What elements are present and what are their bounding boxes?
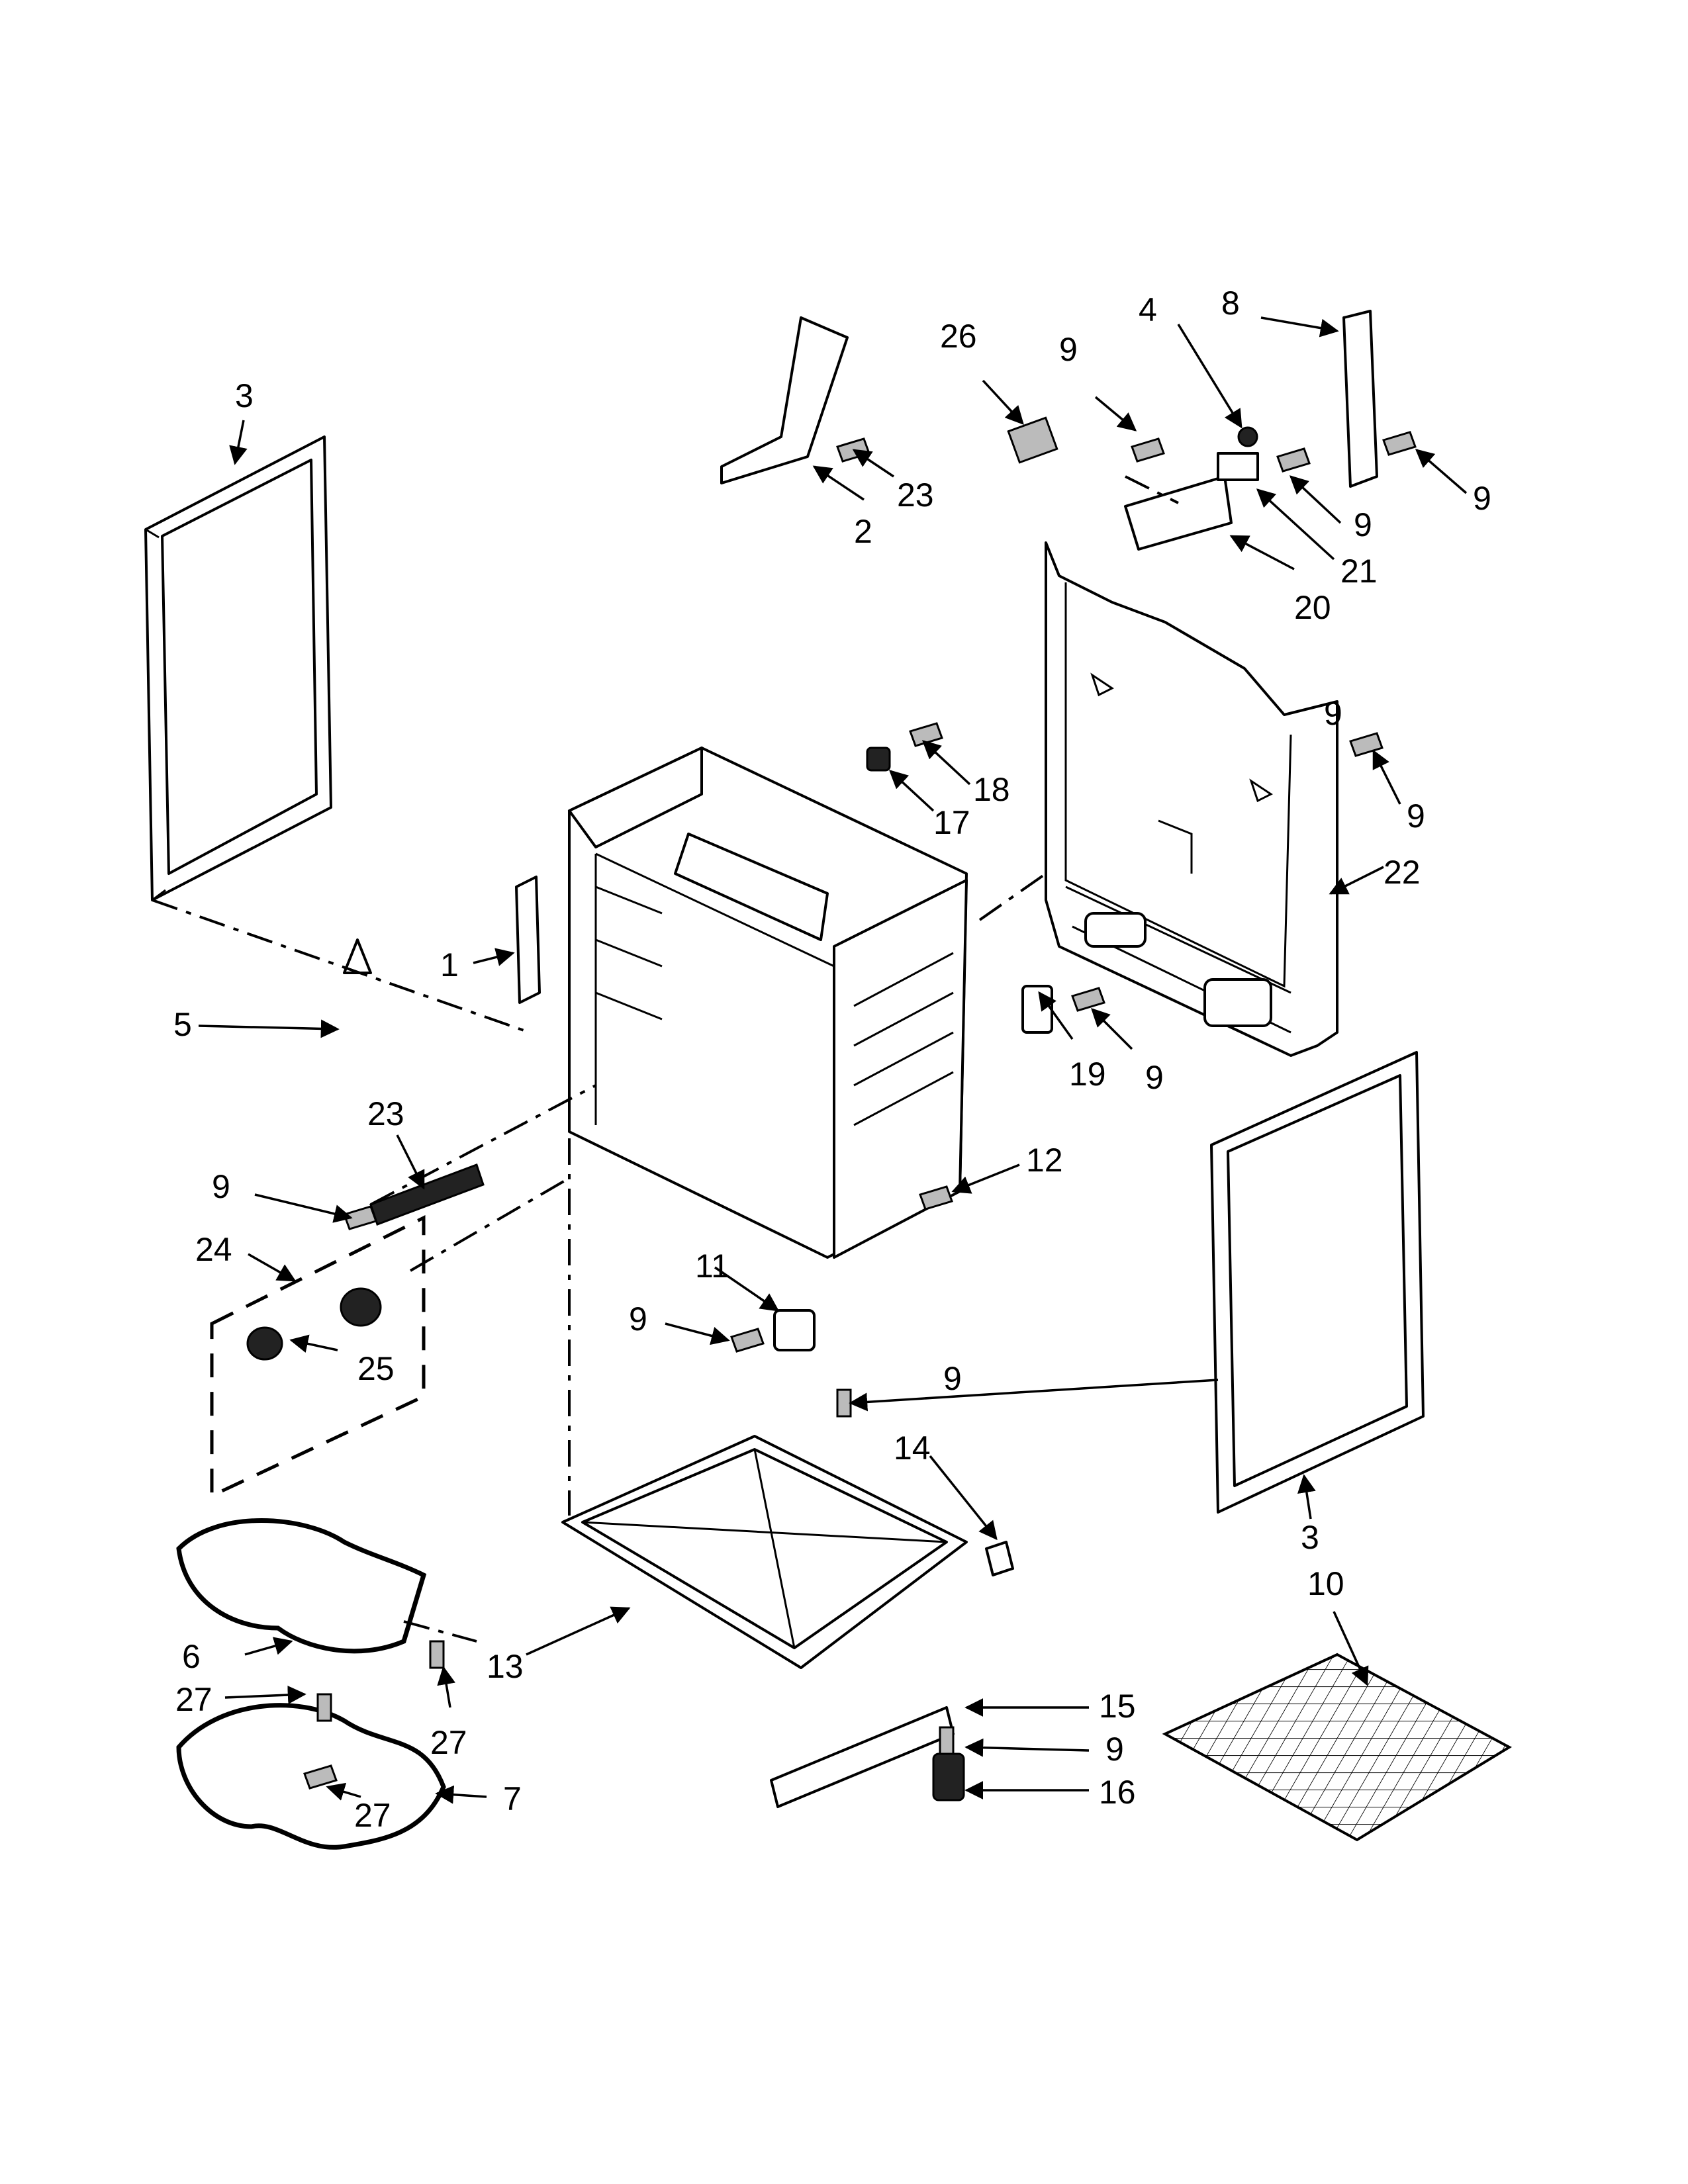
oven-rack xyxy=(1162,1653,1513,1842)
callout-3-left: 3 xyxy=(235,377,254,414)
callout-7: 7 xyxy=(503,1780,522,1817)
side-panel-left xyxy=(144,435,332,901)
callout-26: 26 xyxy=(940,318,977,355)
callout-10: 10 xyxy=(1307,1565,1344,1602)
callout-9-i: 9 xyxy=(1105,1731,1124,1768)
callout-27-c: 27 xyxy=(354,1797,391,1834)
broil-pan xyxy=(561,1435,968,1669)
callout-27-a: 27 xyxy=(175,1681,212,1718)
callout-9-f: 9 xyxy=(212,1168,230,1205)
callout-9-g: 9 xyxy=(629,1300,647,1338)
callout-11: 11 xyxy=(695,1248,729,1285)
callout-9-c: 9 xyxy=(1354,506,1372,543)
callout-9-b: 9 xyxy=(1473,480,1491,517)
callout-9-h: 9 xyxy=(943,1360,962,1397)
small-parts xyxy=(246,310,1378,1808)
callout-9-d: 9 xyxy=(1407,797,1425,835)
back-panel xyxy=(1045,541,1338,1057)
alignment-lines xyxy=(152,475,1179,1643)
callout-24: 24 xyxy=(195,1231,232,1268)
callout-6: 6 xyxy=(182,1638,201,1675)
callout-19: 19 xyxy=(1069,1056,1106,1093)
callout-13: 13 xyxy=(487,1648,524,1685)
callout-9-e: 9 xyxy=(1145,1059,1164,1096)
bake-elements xyxy=(176,1518,446,1850)
callout-9-a: 9 xyxy=(1059,331,1078,368)
callout-25: 25 xyxy=(357,1350,395,1387)
callout-17: 17 xyxy=(933,804,970,841)
callout-8: 8 xyxy=(1221,285,1240,322)
screws xyxy=(303,431,1417,1790)
callout-5: 5 xyxy=(173,1006,192,1043)
callout-4: 4 xyxy=(1139,291,1157,328)
callout-18: 18 xyxy=(973,771,1010,808)
callout-14: 14 xyxy=(894,1430,931,1467)
callout-21: 21 xyxy=(1340,553,1378,590)
callout-3-right: 3 xyxy=(1301,1519,1319,1556)
callout-23-top: 23 xyxy=(897,477,934,514)
callout-16: 16 xyxy=(1099,1774,1136,1811)
callout-labels: 3 2 23 26 9 4 8 9 9 21 20 18 17 9 22 1 5… xyxy=(173,285,1491,1834)
side-panel-right xyxy=(1210,1051,1425,1514)
callout-1: 1 xyxy=(440,946,459,983)
callout-20: 20 xyxy=(1294,589,1331,626)
callout-2: 2 xyxy=(854,513,872,550)
callout-22: 22 xyxy=(1383,854,1421,891)
callout-9-j: 9 xyxy=(1324,695,1342,732)
leader-arrows xyxy=(198,316,1468,1804)
callout-15: 15 xyxy=(1099,1688,1136,1725)
callout-12: 12 xyxy=(1026,1142,1063,1179)
oven-cavity xyxy=(515,747,968,1259)
callout-27-b: 27 xyxy=(430,1724,467,1761)
callout-23-mid: 23 xyxy=(367,1095,404,1132)
